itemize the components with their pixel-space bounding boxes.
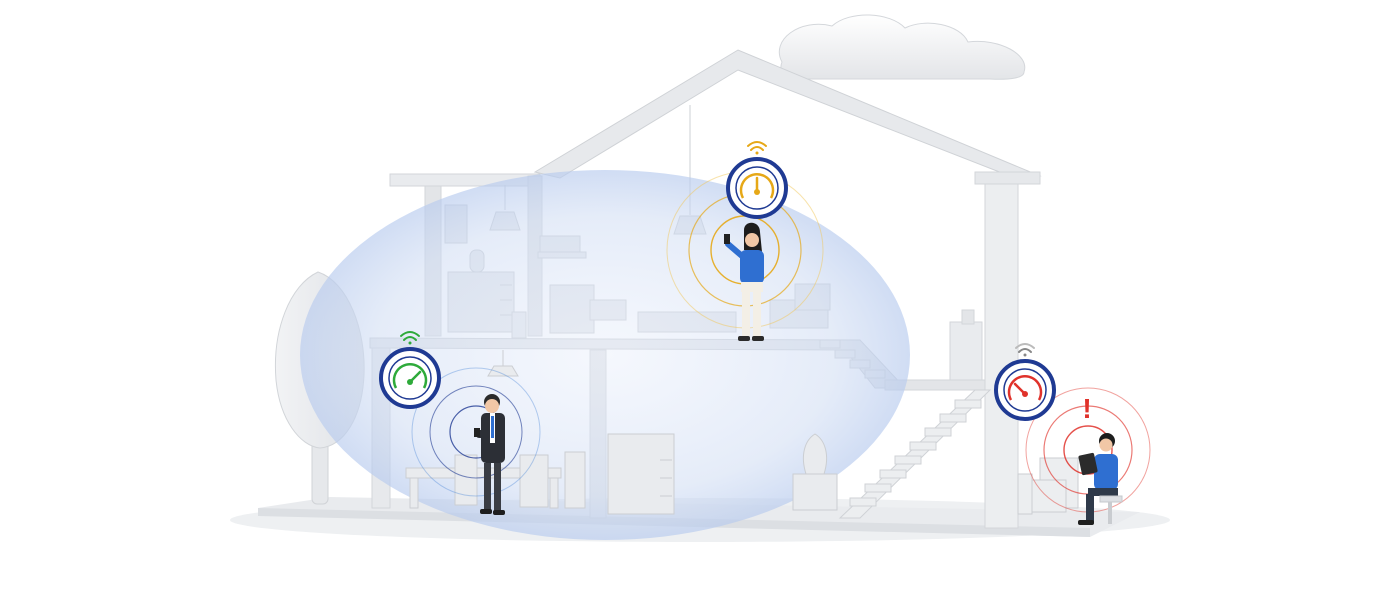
right-room-furniture — [1017, 457, 1079, 515]
ground-floor-furniture — [405, 350, 838, 515]
wifi-icon-medium — [747, 141, 767, 155]
lower-stairs — [838, 389, 992, 519]
speed-gauge-strong — [379, 347, 441, 409]
speed-gauge-medium — [726, 157, 788, 219]
wifi-icon-weak — [1015, 343, 1035, 357]
cloud — [779, 14, 1026, 80]
alert-icon: ! — [1082, 393, 1091, 424]
speed-gauge-weak — [994, 359, 1056, 421]
wifi-icon-strong — [400, 331, 420, 345]
person-with-tablet — [1078, 433, 1123, 525]
person-man-with-phone — [474, 394, 505, 515]
person-woman-with-phone — [724, 222, 764, 341]
